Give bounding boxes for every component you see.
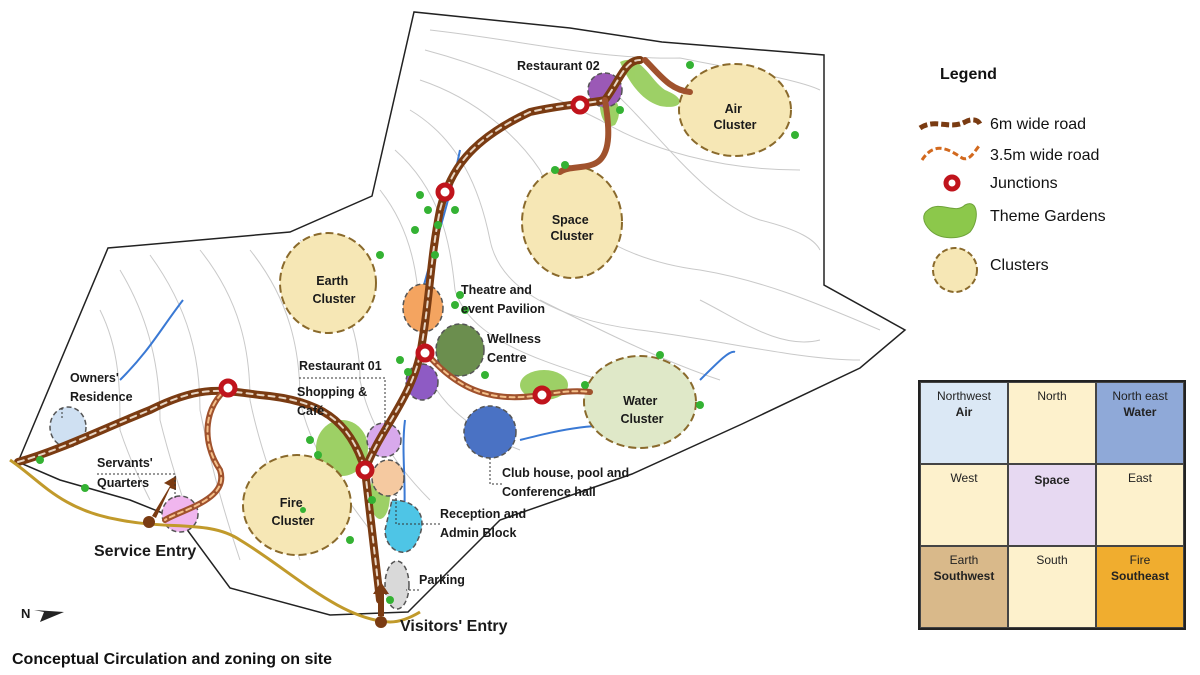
air-cluster-zone: [678, 63, 792, 157]
clubhouse-zone: [463, 405, 517, 459]
trees: [36, 61, 799, 604]
visitors-entry-arrow-icon: [373, 582, 389, 616]
legend-title: Legend: [940, 66, 997, 83]
clusters: [242, 63, 792, 556]
legend-theme-gardens-label: Theme Gardens: [990, 208, 1106, 225]
map-labels: Restaurant 02 Air Cluster Space Cluster …: [70, 59, 757, 635]
label-fire-cluster: Fire Cluster: [271, 496, 314, 528]
road-6m-icon: [918, 117, 983, 131]
grid-cell-east: East: [1096, 464, 1184, 546]
space-cluster-zone: [521, 165, 623, 279]
label-clubhouse: Club house, pool and Conference hall: [502, 466, 633, 499]
reception-zone: [371, 459, 405, 497]
label-visitors-entry: Visitors' Entry: [400, 618, 508, 635]
road-3-5m-icon: [920, 143, 982, 161]
leader-lines: [61, 377, 502, 591]
label-water-cluster: Water Cluster: [620, 394, 663, 426]
north-arrow-icon: N: [21, 606, 64, 622]
label-air-cluster: Air Cluster: [713, 102, 756, 132]
grid-cell-center: Space: [1008, 464, 1096, 546]
junctions: [218, 95, 590, 480]
theme-garden-icon: [923, 203, 977, 239]
junction-marker: [532, 385, 552, 405]
earth-cluster-zone: [279, 232, 377, 334]
label-reception: Reception and Admin Block: [440, 507, 530, 540]
wellness-zone: [435, 323, 485, 377]
boundary-road: [9, 458, 421, 624]
water-cluster-zone: [583, 355, 697, 449]
roads-3-5m: [162, 57, 693, 523]
legend-road-3-5m-label: 3.5m wide road: [990, 147, 1100, 164]
junction-marker: [435, 182, 455, 202]
label-restaurant-02: Restaurant 02: [517, 59, 600, 73]
grid-cell-west: West: [920, 464, 1008, 546]
label-owners-residence: Owners' Residence: [70, 371, 133, 404]
pool-zone: [384, 499, 423, 553]
junction-icon: [943, 174, 961, 192]
label-theatre: Theatre and event Pavilion: [461, 283, 545, 316]
label-space-cluster: Space Cluster: [550, 213, 593, 243]
service-entry-arrow-icon: [152, 476, 176, 518]
label-servants-quarters: Servants' Quarters: [97, 456, 156, 490]
junction-marker: [415, 343, 435, 363]
fire-cluster-zone: [242, 454, 352, 556]
label-restaurant-01: Restaurant 01: [299, 359, 382, 373]
legend-junctions-label: Junctions: [990, 175, 1058, 192]
junction-marker: [355, 460, 375, 480]
junction-marker: [570, 95, 590, 115]
label-earth-cluster: Earth Cluster: [312, 274, 355, 306]
cluster-icon: [932, 247, 978, 293]
legend-clusters-label: Clusters: [990, 257, 1049, 274]
service-entry-marker: [143, 516, 155, 528]
junction-marker: [218, 378, 238, 398]
visitors-entry-marker: [375, 616, 387, 628]
grid-cell-north: North: [1008, 382, 1096, 464]
map-caption: Conceptual Circulation and zoning on sit…: [12, 651, 333, 668]
label-service-entry: Service Entry: [94, 543, 196, 560]
label-shopping: Shopping & Café: [297, 385, 371, 418]
label-wellness: Wellness Centre: [487, 332, 544, 365]
site-boundary: [17, 11, 907, 616]
label-parking: Parking: [419, 573, 465, 587]
legend-road-6m-label: 6m wide road: [990, 116, 1087, 133]
grid-cell-south: South: [1008, 546, 1096, 628]
svg-text:N: N: [21, 606, 30, 621]
legend-symbols: [918, 117, 983, 293]
